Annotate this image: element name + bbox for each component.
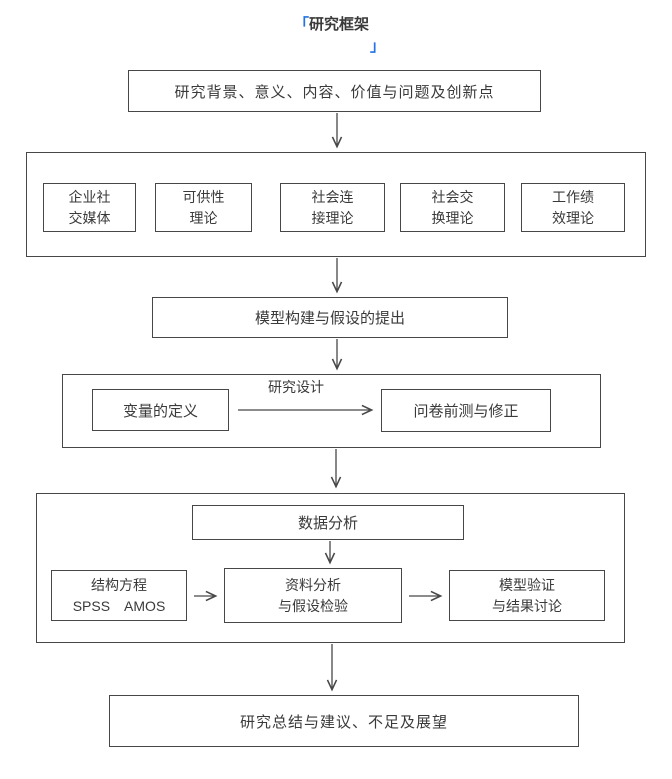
intro-box: 研究背景、意义、内容、价值与问题及创新点 xyxy=(128,70,541,112)
data-analysis-header-label: 数据分析 xyxy=(297,515,358,532)
sem-tools-line: 结构方程 xyxy=(91,576,147,593)
theory-label-line: 企业社 xyxy=(68,188,111,205)
model-validation-line: 与结果讨论 xyxy=(492,597,562,614)
diagram-title: 「研究框架 」 xyxy=(294,14,385,58)
questionnaire-pretest-box: 问卷前测与修正 xyxy=(381,389,551,432)
intro-box-label: 研究背景、意义、内容、价值与问题及创新点 xyxy=(174,83,495,101)
theory-label-line: 接理论 xyxy=(311,209,354,226)
theory-label-line: 可供性 xyxy=(182,188,225,205)
theory-box-social-connection: 社会连 接理论 xyxy=(280,183,385,232)
sem-tools-box: 结构方程 SPSS AMOS xyxy=(51,570,187,621)
close-corner-bracket: 」 xyxy=(370,38,386,55)
sem-tools-line: SPSS AMOS xyxy=(72,597,166,614)
theory-box-job-performance: 工作绩 效理论 xyxy=(521,183,625,232)
questionnaire-pretest-label: 问卷前测与修正 xyxy=(413,403,519,420)
model-hypothesis-box: 模型构建与假设的提出 xyxy=(152,297,508,338)
model-hypothesis-label: 模型构建与假设的提出 xyxy=(254,310,405,327)
summary-label: 研究总结与建议、不足及展望 xyxy=(239,713,448,731)
theory-label-line: 社会连 xyxy=(311,188,354,205)
design-container-box xyxy=(62,374,601,448)
theory-label-line: 社会交 xyxy=(431,188,474,205)
variable-definition-box: 变量的定义 xyxy=(92,389,229,431)
theory-box-affordance: 可供性 理论 xyxy=(155,183,252,232)
theory-label-line: 换理论 xyxy=(431,209,474,226)
design-section-label: 研究设计 xyxy=(268,379,324,395)
data-analysis-header-box: 数据分析 xyxy=(192,505,464,540)
analysis-container-box xyxy=(36,493,625,643)
title-line1: 「研究框架 xyxy=(294,14,385,36)
data-hypothesis-test-box: 资料分析 与假设检验 xyxy=(224,568,402,623)
theories-container-box xyxy=(26,152,646,257)
theory-label-line: 效理论 xyxy=(552,209,594,226)
theory-label-line: 交媒体 xyxy=(68,209,111,226)
data-hypothesis-test-line: 与假设检验 xyxy=(278,597,348,614)
theory-box-enterprise-social-media: 企业社 交媒体 xyxy=(43,183,136,232)
data-hypothesis-test-line: 资料分析 xyxy=(285,576,341,593)
variable-definition-label: 变量的定义 xyxy=(122,402,198,420)
model-validation-box: 模型验证 与结果讨论 xyxy=(449,570,605,621)
theory-box-social-exchange: 社会交 换理论 xyxy=(400,183,505,232)
title-text: 研究框架 xyxy=(309,16,370,33)
theory-label-line: 工作绩 xyxy=(552,188,594,205)
summary-box: 研究总结与建议、不足及展望 xyxy=(109,695,579,747)
open-corner-bracket: 「 xyxy=(294,16,310,33)
title-line2: 」 xyxy=(294,36,385,58)
model-validation-line: 模型验证 xyxy=(499,576,555,593)
theory-label-line: 理论 xyxy=(189,209,218,226)
